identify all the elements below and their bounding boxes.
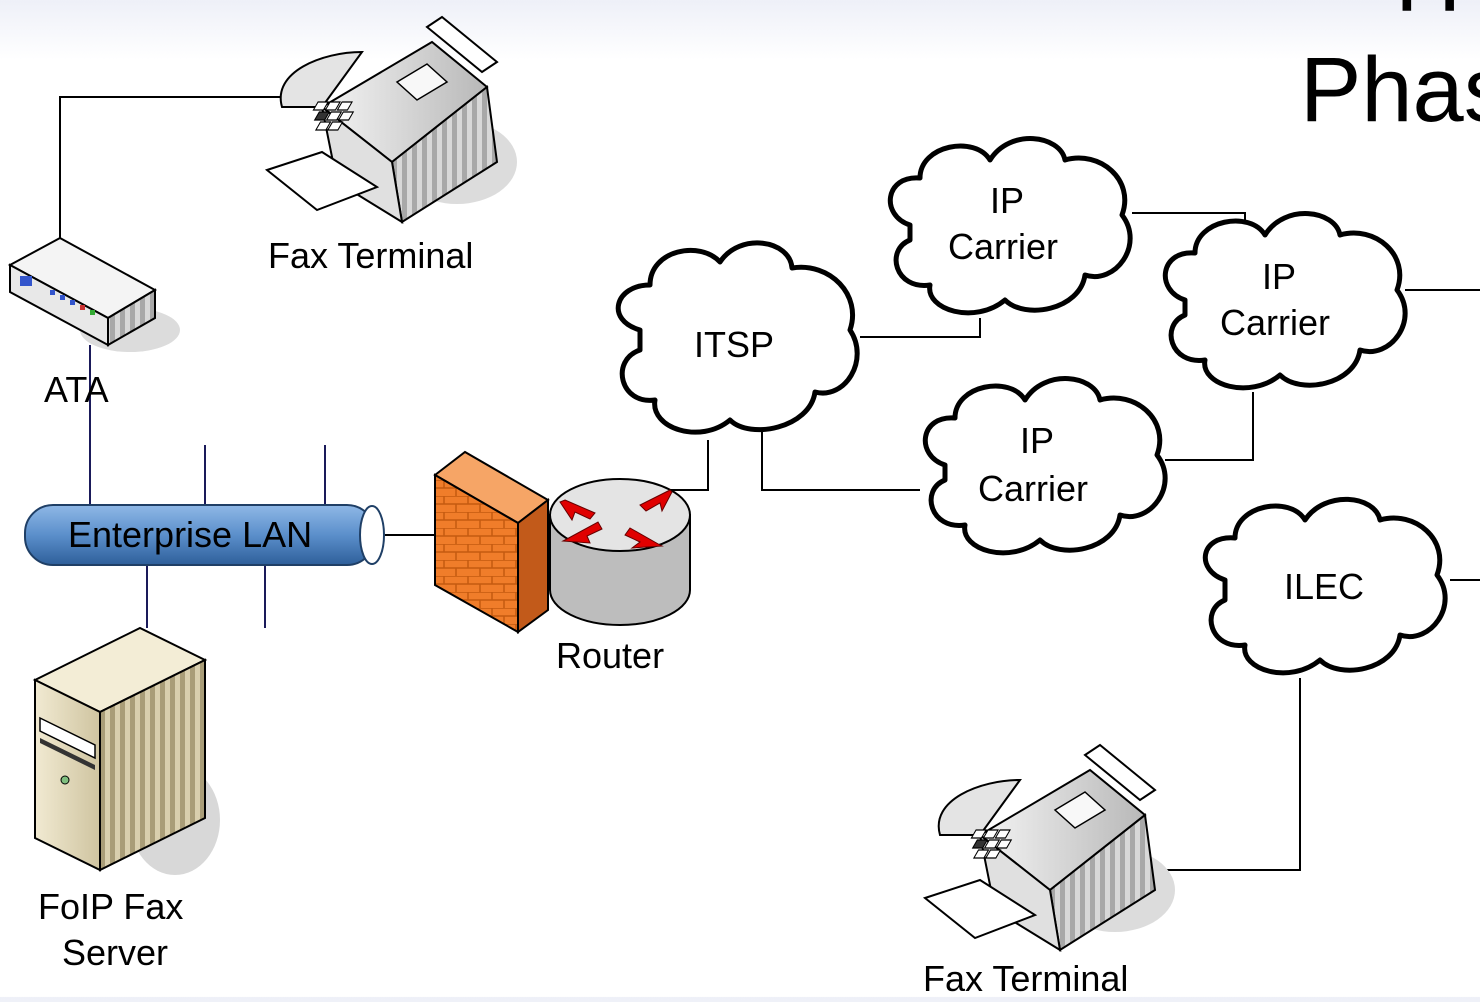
ip-carrier-bottom-label-line2: Carrier — [978, 468, 1089, 509]
foip-server-graphic — [32, 626, 220, 875]
line-ata-fax — [59, 96, 285, 250]
fax-terminal-top-label: Fax Terminal — [268, 235, 474, 276]
enterprise-lan-tube — [24, 504, 385, 566]
ip-carrier-top-label-line2: Carrier — [948, 226, 1059, 267]
ilec-cloud — [1202, 496, 1448, 676]
ip-carrier-right-label-line1: IP — [1262, 256, 1297, 297]
slide-title: Phas — [1300, 39, 1480, 141]
fax-terminal-bottom-graphic — [922, 743, 1175, 953]
ip-carrier-right-label-line2: Carrier — [1220, 302, 1331, 343]
ip-carrier-top-label-line1: IP — [990, 180, 1025, 221]
ip-carrier-bottom-label-line1: IP — [1020, 420, 1055, 461]
foip-fax-server-label-line1: FoIP Fax — [38, 886, 184, 927]
ata-device — [7, 236, 180, 352]
ip-carrier-top-cloud — [887, 136, 1133, 316]
ip-carrier-bottom-cloud — [922, 376, 1168, 556]
fax-terminal-top-graphic — [264, 15, 517, 225]
router-graphic — [549, 478, 691, 626]
router-label: Router — [556, 635, 665, 676]
line-ilec-fax — [1165, 678, 1301, 871]
itsp-cloud — [615, 240, 860, 435]
itsp-label: ITSP — [694, 324, 775, 365]
firewall-graphic — [433, 450, 550, 634]
ip-carrier-right-cloud — [1162, 211, 1408, 391]
connection-lines — [59, 96, 1480, 871]
line-ipcarrier-bottom-right — [1165, 392, 1254, 461]
lan-drops — [89, 345, 326, 628]
slide-title-top-fragment: H — [1395, 0, 1461, 26]
foip-fax-server-label-line2: Server — [62, 932, 169, 973]
ata-label: ATA — [44, 369, 109, 410]
line-itsp-ipcarrier-top — [860, 318, 981, 338]
line-router-itsp — [650, 440, 709, 491]
ilec-label: ILEC — [1284, 566, 1365, 607]
enterprise-lan-label: Enterprise LAN — [68, 514, 313, 555]
fax-terminal-bottom-label: Fax Terminal — [923, 958, 1129, 999]
line-itsp-ipcarrier-bottom — [761, 425, 920, 491]
